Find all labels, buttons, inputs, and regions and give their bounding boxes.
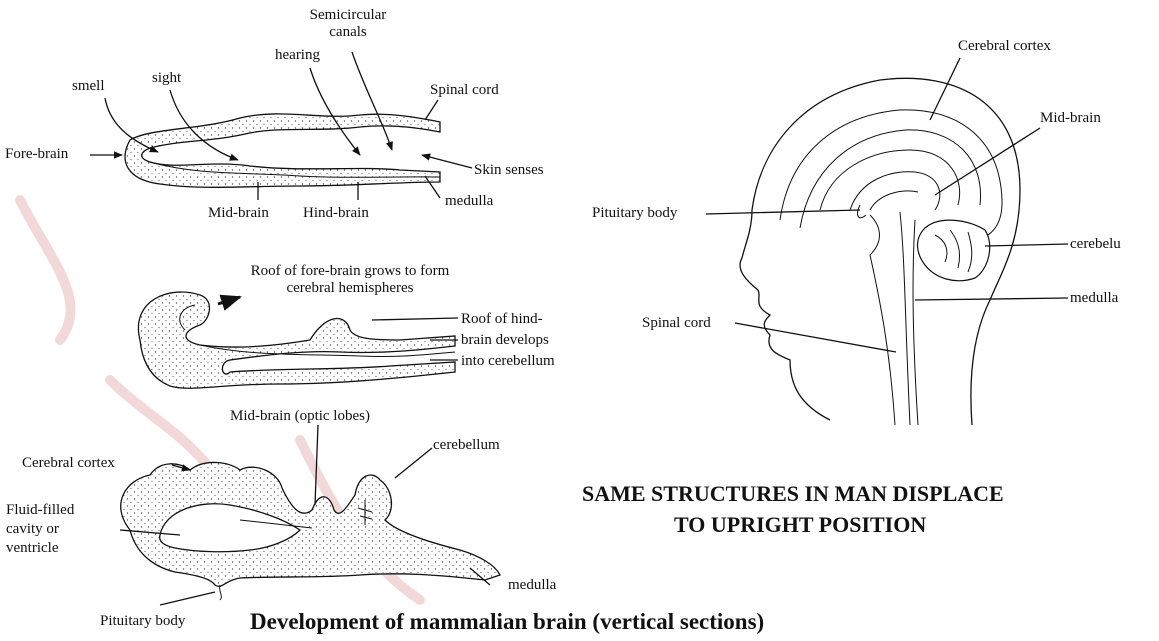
label-fore-brain: Fore-brain (5, 146, 68, 163)
label-semicircular-canals: Semicircular canals (303, 7, 393, 41)
stage3-brain (121, 462, 500, 600)
label-cerebral-cortex-human: Cerebral cortex (958, 38, 1051, 55)
label-smell: smell (72, 78, 105, 95)
label-fluid-line2: cavity or (6, 520, 74, 539)
stage1-brain-tube (125, 114, 440, 187)
label-spinal-cord-stage1: Spinal cord (430, 82, 499, 99)
man-caption-line2: TO UPRIGHT POSITION (674, 512, 926, 538)
label-roof-fore-brain: Roof of fore-brain grows to form cerebra… (220, 263, 480, 297)
label-cerebellum-stage3: cerebellum (433, 437, 500, 454)
diagram-title: Development of mammalian brain (vertical… (250, 609, 764, 635)
label-roof-hind-line1: Roof of hind- (461, 309, 555, 330)
label-cerebellum-human: cerebelu (1070, 236, 1121, 253)
label-roof-fore-line2: cerebral hemispheres (220, 280, 480, 297)
label-roof-hind-line2: brain develops (461, 330, 555, 351)
label-mid-brain-stage1: Mid-brain (208, 205, 269, 222)
label-fluid-filled-cavity: Fluid-filled cavity or ventricle (6, 501, 74, 558)
label-sight: sight (152, 70, 181, 87)
label-medulla-stage3: medulla (508, 577, 556, 594)
label-medulla-stage1: medulla (445, 193, 493, 210)
label-semicircular-line1: Semicircular (303, 7, 393, 24)
label-roof-hind-brain: Roof of hind- brain develops into cerebe… (461, 309, 555, 372)
label-pituitary-stage3: Pituitary body (100, 613, 185, 630)
label-hind-brain: Hind-brain (303, 205, 369, 222)
label-fluid-line3: ventricle (6, 539, 74, 558)
label-roof-fore-line1: Roof of fore-brain grows to form (220, 263, 480, 280)
man-caption-line1: SAME STRUCTURES IN MAN DISPLACE (582, 481, 1004, 507)
label-spinal-cord-human: Spinal cord (642, 315, 711, 332)
label-hearing: hearing (275, 47, 320, 64)
label-skin-senses: Skin senses (474, 162, 544, 179)
label-cerebral-cortex-stage3: Cerebral cortex (22, 455, 115, 472)
label-fluid-line1: Fluid-filled (6, 501, 74, 520)
label-medulla-human: medulla (1070, 290, 1118, 307)
label-pituitary-human: Pituitary body (592, 205, 677, 222)
stage2-brain (138, 292, 455, 388)
label-roof-hind-line3: into cerebellum (461, 351, 555, 372)
label-semicircular-line2: canals (303, 24, 393, 41)
human-head (740, 78, 1020, 425)
label-mid-brain-human: Mid-brain (1040, 110, 1101, 127)
label-midbrain-optic-lobes: Mid-brain (optic lobes) (230, 408, 370, 425)
